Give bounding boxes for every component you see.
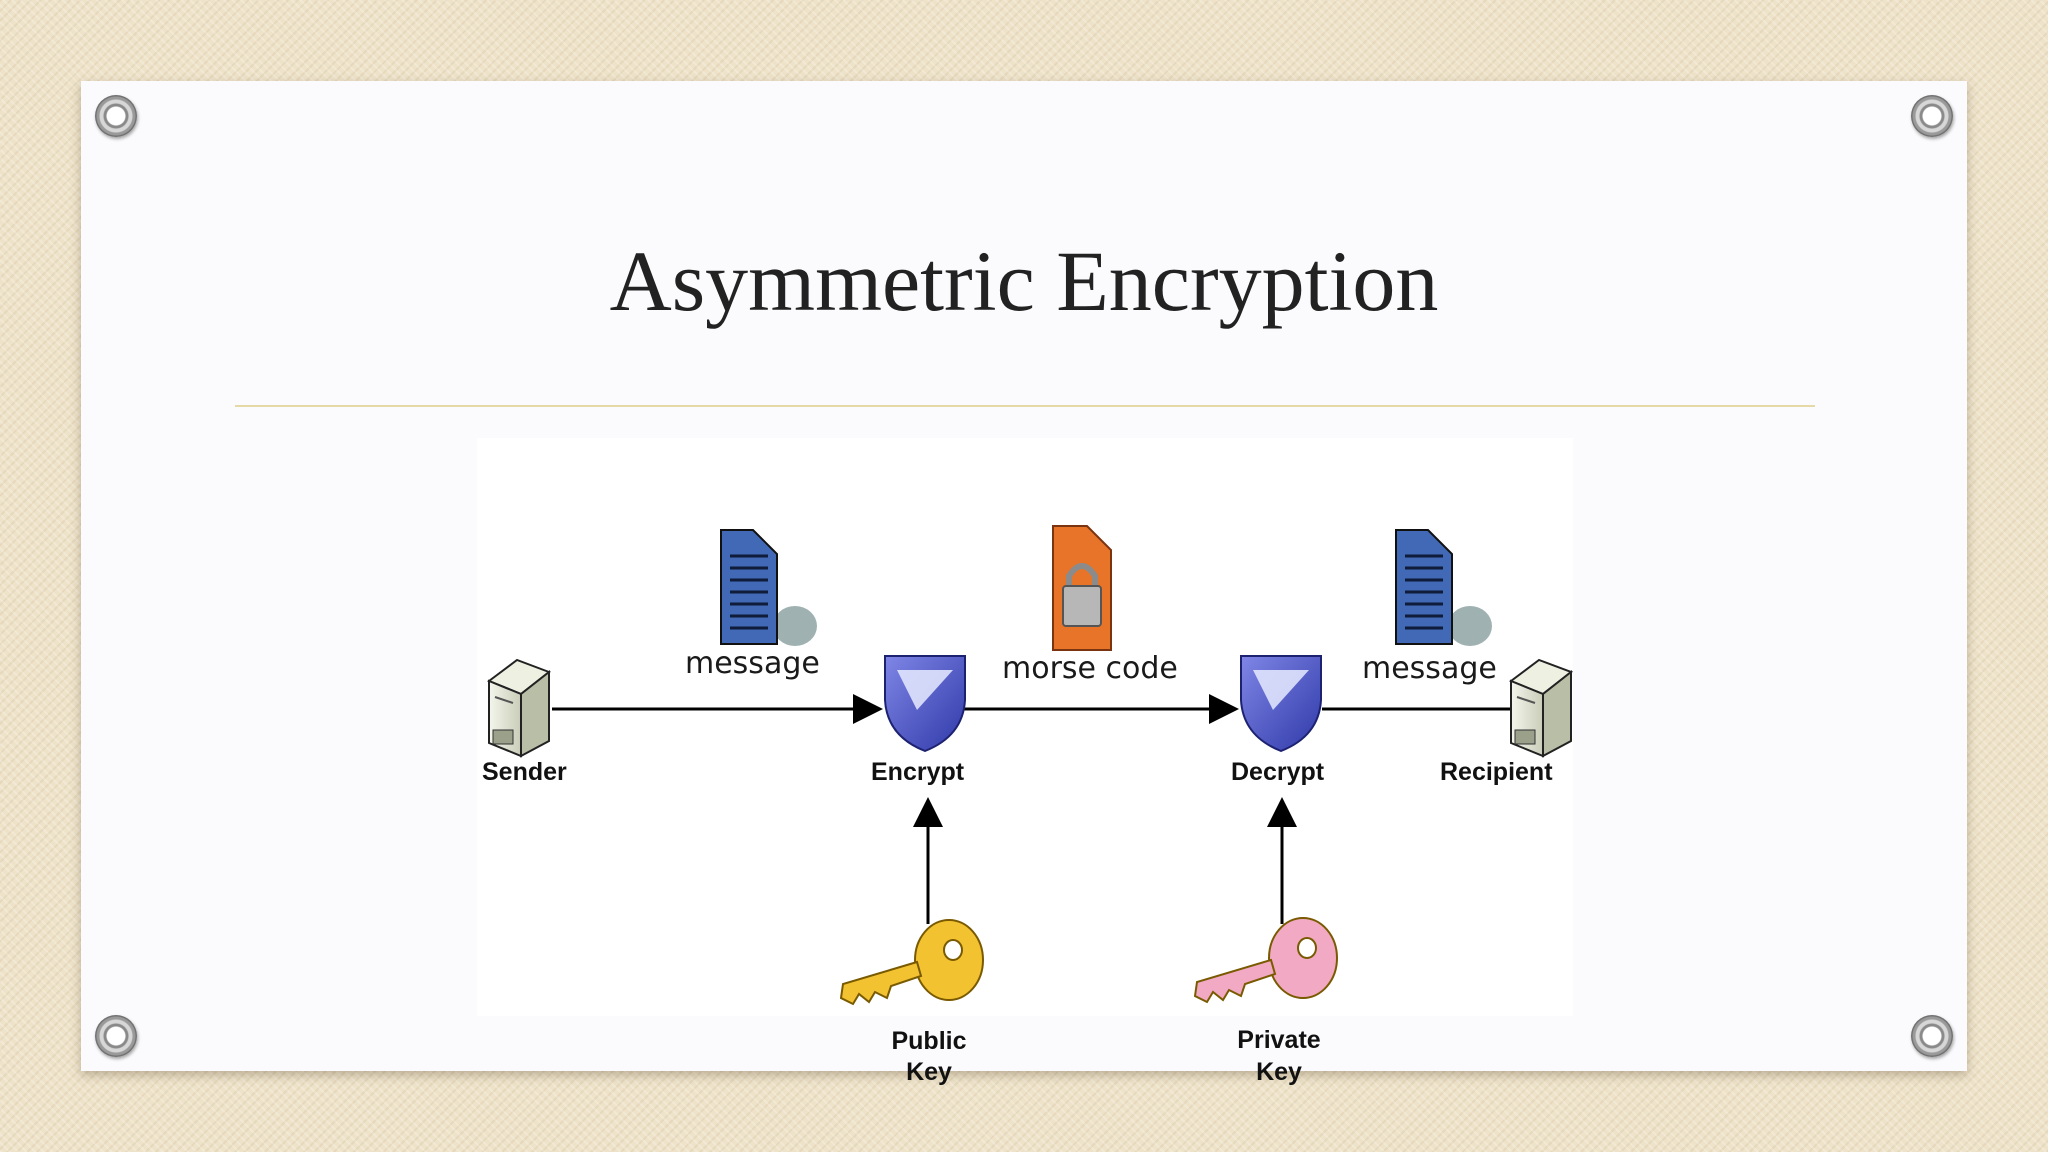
edge-label-message-right: message <box>1362 651 1497 686</box>
slide-title: Asymmetric Encryption <box>609 233 1439 329</box>
decrypt-shield-icon <box>1240 655 1322 753</box>
locked-document-icon <box>1052 525 1112 651</box>
edge-label-morse-code: morse code <box>1002 651 1178 686</box>
key-label-private: Private <box>1237 1026 1321 1054</box>
node-label-recipient: Recipient <box>1440 758 1553 786</box>
grommet-top-left <box>95 95 137 137</box>
node-label-sender: Sender <box>482 758 567 786</box>
asymmetric-encryption-diagram: message morse code message Sender Encryp… <box>477 438 1573 1086</box>
diagram-graphics <box>486 525 1573 1006</box>
message-document-icon <box>720 529 817 646</box>
message-document-icon <box>1395 529 1492 646</box>
private-key-icon <box>1193 917 1338 1004</box>
node-label-encrypt: Encrypt <box>871 758 965 786</box>
encrypt-shield-icon <box>884 655 966 753</box>
node-label-decrypt: Decrypt <box>1231 758 1325 786</box>
key-label-public-key: Key <box>906 1058 952 1086</box>
grommet-bottom-right <box>1911 1015 1953 1057</box>
grommet-top-right <box>1911 95 1953 137</box>
key-label-public-line1: Public <box>891 1027 967 1055</box>
recipient-server-icon <box>1508 658 1573 758</box>
key-label-private-key: Key <box>1256 1058 1302 1086</box>
grommet-bottom-left <box>95 1015 137 1057</box>
sender-server-icon <box>486 658 552 758</box>
slide: Asymmetric Encryption <box>81 81 1967 1086</box>
edge-label-message-left: message <box>685 646 820 681</box>
title-divider <box>235 405 1815 407</box>
key-label-public: Public <box>881 1024 977 1058</box>
public-key-icon <box>839 919 984 1006</box>
